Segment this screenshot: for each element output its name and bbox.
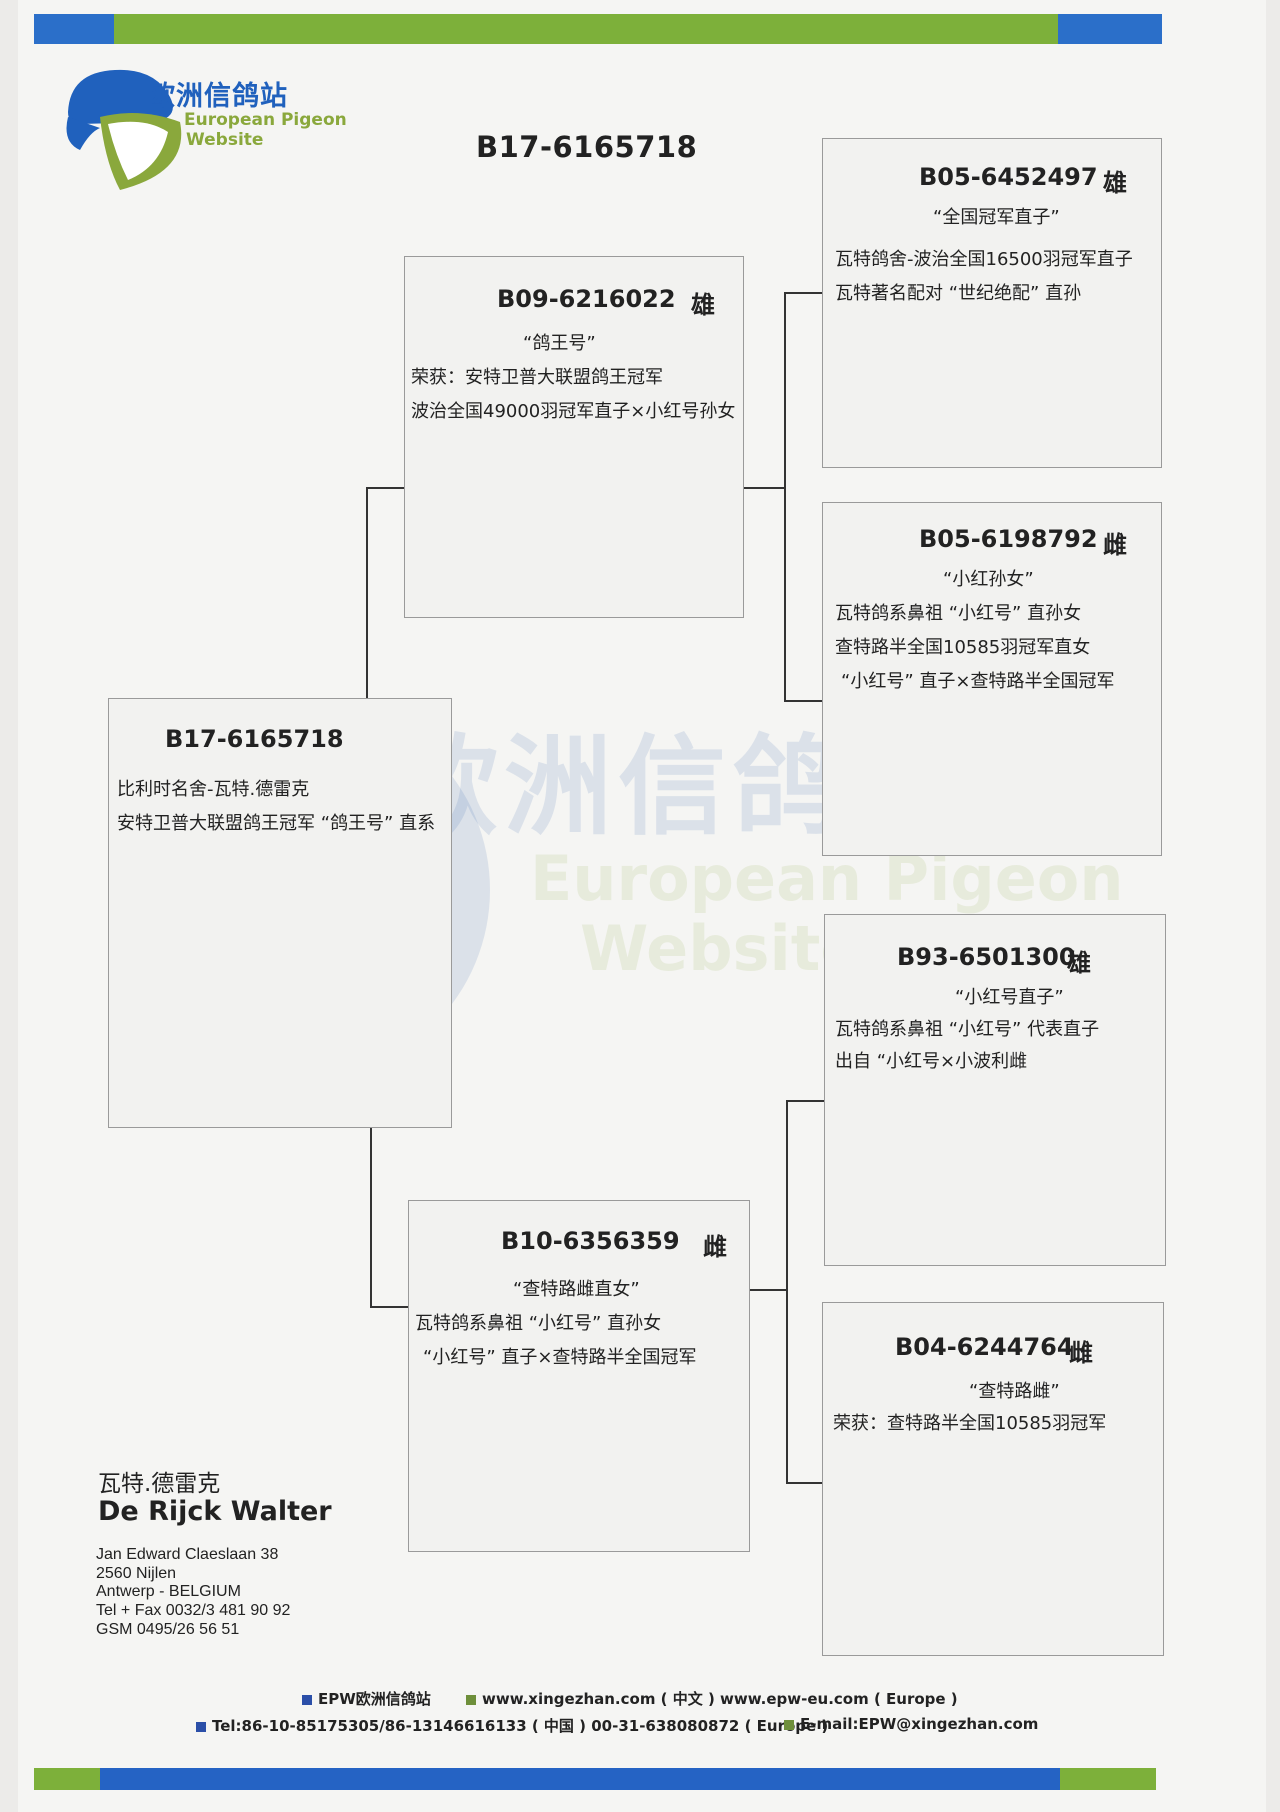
footer-tel: Tel:86-10-85175305/86-13146616133 ( 中国 )… [196,1715,828,1736]
sire-sire-ring-number: B05-6452497 [919,163,1098,191]
connector-dam-parents-stem [750,1289,788,1291]
dam-sire-line-1: 瓦特鸽系鼻祖 “小红号” 代表直子 [835,1019,1100,1040]
subject-line-2: 安特卫普大联盟鸽王冠军 “鸽王号” 直系 [117,813,436,834]
footer-email: E-mail:EPW@xingezhan.com [784,1715,1038,1733]
subject-line-1: 比利时名舍-瓦特.德雷克 [117,779,310,800]
sire-dam-card: B05-6198792 雌 “小红孙女” 瓦特鸽系鼻祖 “小红号” 直孙女 查特… [822,502,1162,856]
sire-dam-line-3: “小红号” 直子×查特路半全国冠军 [841,671,1115,692]
footer-websites: www.xingezhan.com ( 中文 ) www.epw-eu.com … [466,1688,958,1709]
breeder-gsm: GSM 0495/26 56 51 [96,1621,240,1638]
top-bar-blue-left [34,14,114,44]
dam-dam-sex: 雌 [1069,1339,1093,1367]
epw-logo-icon [66,69,182,190]
connector-dam-parents-vertical [786,1100,788,1484]
logo-title-en-1: European Pigeon [184,110,347,130]
blue-square-icon [302,1694,312,1705]
connector-dam-dam [786,1482,826,1484]
connector-subject-dam-horizontal [370,1306,410,1308]
sire-sire-card: B05-6452497 雄 “全国冠军直子” 瓦特鸽舍-波治全国16500羽冠军… [822,138,1162,468]
watermark-text-en-2: Website [580,912,863,985]
dam-sex: 雌 [703,1233,727,1261]
breeder-address-line-1: Jan Edward Claeslaan 38 [96,1546,279,1563]
dam-ring-number: B10-6356359 [501,1227,680,1255]
breeder-phone: Tel + Fax 0032/3 481 90 92 [96,1602,291,1619]
top-bar-blue-right [1058,14,1162,44]
dam-sire-ring-number: B93-6501300 [897,943,1076,971]
bottom-bar-green-right [1060,1768,1156,1790]
bottom-bar-blue [100,1768,1060,1790]
breeder-address-line-2: 2560 Nijlen [96,1565,177,1582]
sire-nickname: “鸽王号” [523,333,596,354]
dam-sire-sex: 雄 [1067,949,1091,977]
logo-title-cn: 欧洲信鸽站 [148,81,288,112]
dam-sire-line-2: 出自 “小红号×小波利雌 [835,1051,1028,1072]
connector-subject-dam-vertical [370,1128,372,1308]
dam-dam-line-1: 荣获：查特路半全国10585羽冠军 [833,1413,1107,1434]
sire-sire-sex: 雄 [1103,169,1127,197]
sire-dam-sex: 雌 [1103,531,1127,559]
dam-card: B10-6356359 雌 “查特路雌直女” 瓦特鸽系鼻祖 “小红号” 直孙女 … [408,1200,750,1552]
footer-brand: EPW欧洲信鸽站 [302,1688,431,1709]
subject-pigeon-card: B17-6165718 比利时名舍-瓦特.德雷克 安特卫普大联盟鸽王冠军 “鸽王… [108,698,452,1128]
sire-dam-line-2: 查特路半全国10585羽冠军直女 [835,637,1091,658]
dam-sire-card: B93-6501300 雄 “小红号直子” 瓦特鸽系鼻祖 “小红号” 代表直子 … [824,914,1166,1266]
blue-square-icon [196,1721,206,1732]
sire-dam-ring-number: B05-6198792 [919,525,1098,553]
breeder-name-en: De Rijck Walter [98,1496,332,1527]
sire-line-1: 荣获：安特卫普大联盟鸽王冠军 [411,367,663,388]
logo-title-en-2: Website [186,130,264,150]
sire-card: B09-6216022 雄 “鸽王号” 荣获：安特卫普大联盟鸽王冠军 波治全国4… [404,256,744,618]
top-bar-green [114,14,1058,44]
connector-sire-parents-vertical [784,292,786,702]
dam-line-2: “小红号” 直子×查特路半全国冠军 [423,1347,697,1368]
dam-dam-nickname: “查特路雌” [969,1381,1060,1402]
connector-sire-dam [784,700,824,702]
page-title: B17-6165718 [476,130,698,164]
sire-sire-line-1: 瓦特鸽舍-波治全国16500羽冠军直子 [835,249,1133,270]
dam-sire-nickname: “小红号直子” [955,987,1064,1008]
sire-sire-nickname: “全国冠军直子” [933,207,1060,228]
connector-subject-sire-horizontal [366,487,406,489]
footer-email-text[interactable]: E-mail:EPW@xingezhan.com [800,1715,1039,1733]
sire-dam-nickname: “小红孙女” [943,569,1034,590]
green-square-icon [466,1694,476,1705]
dam-dam-card: B04-6244764 雌 “查特路雌” 荣获：查特路半全国10585羽冠军 [822,1302,1164,1656]
connector-subject-sire-vertical [366,487,368,699]
subject-ring-number: B17-6165718 [165,725,344,753]
breeder-name-cn: 瓦特.德雷克 [98,1471,221,1497]
sire-sex: 雄 [691,291,715,319]
bottom-bar-green-left [34,1768,100,1790]
sire-ring-number: B09-6216022 [497,285,676,313]
dam-nickname: “查特路雌直女” [513,1279,640,1300]
sire-line-2: 波治全国49000羽冠军直子×小红号孙女 [411,401,736,422]
connector-sire-parents-stem [744,487,786,489]
footer-brand-text: EPW欧洲信鸽站 [318,1690,431,1708]
sire-sire-line-2: 瓦特著名配对 “世纪绝配” 直孙 [835,283,1082,304]
dam-dam-ring-number: B04-6244764 [895,1333,1074,1361]
connector-sire-sire [784,292,824,294]
dam-line-1: 瓦特鸽系鼻祖 “小红号” 直孙女 [415,1313,662,1334]
green-square-icon [784,1719,794,1730]
breeder-address-line-3: Antwerp - BELGIUM [96,1583,241,1600]
sire-dam-line-1: 瓦特鸽系鼻祖 “小红号” 直孙女 [835,603,1082,624]
connector-dam-sire [786,1100,826,1102]
footer-tel-text: Tel:86-10-85175305/86-13146616133 ( 中国 )… [212,1717,829,1735]
footer-websites-text[interactable]: www.xingezhan.com ( 中文 ) www.epw-eu.com … [482,1690,958,1708]
